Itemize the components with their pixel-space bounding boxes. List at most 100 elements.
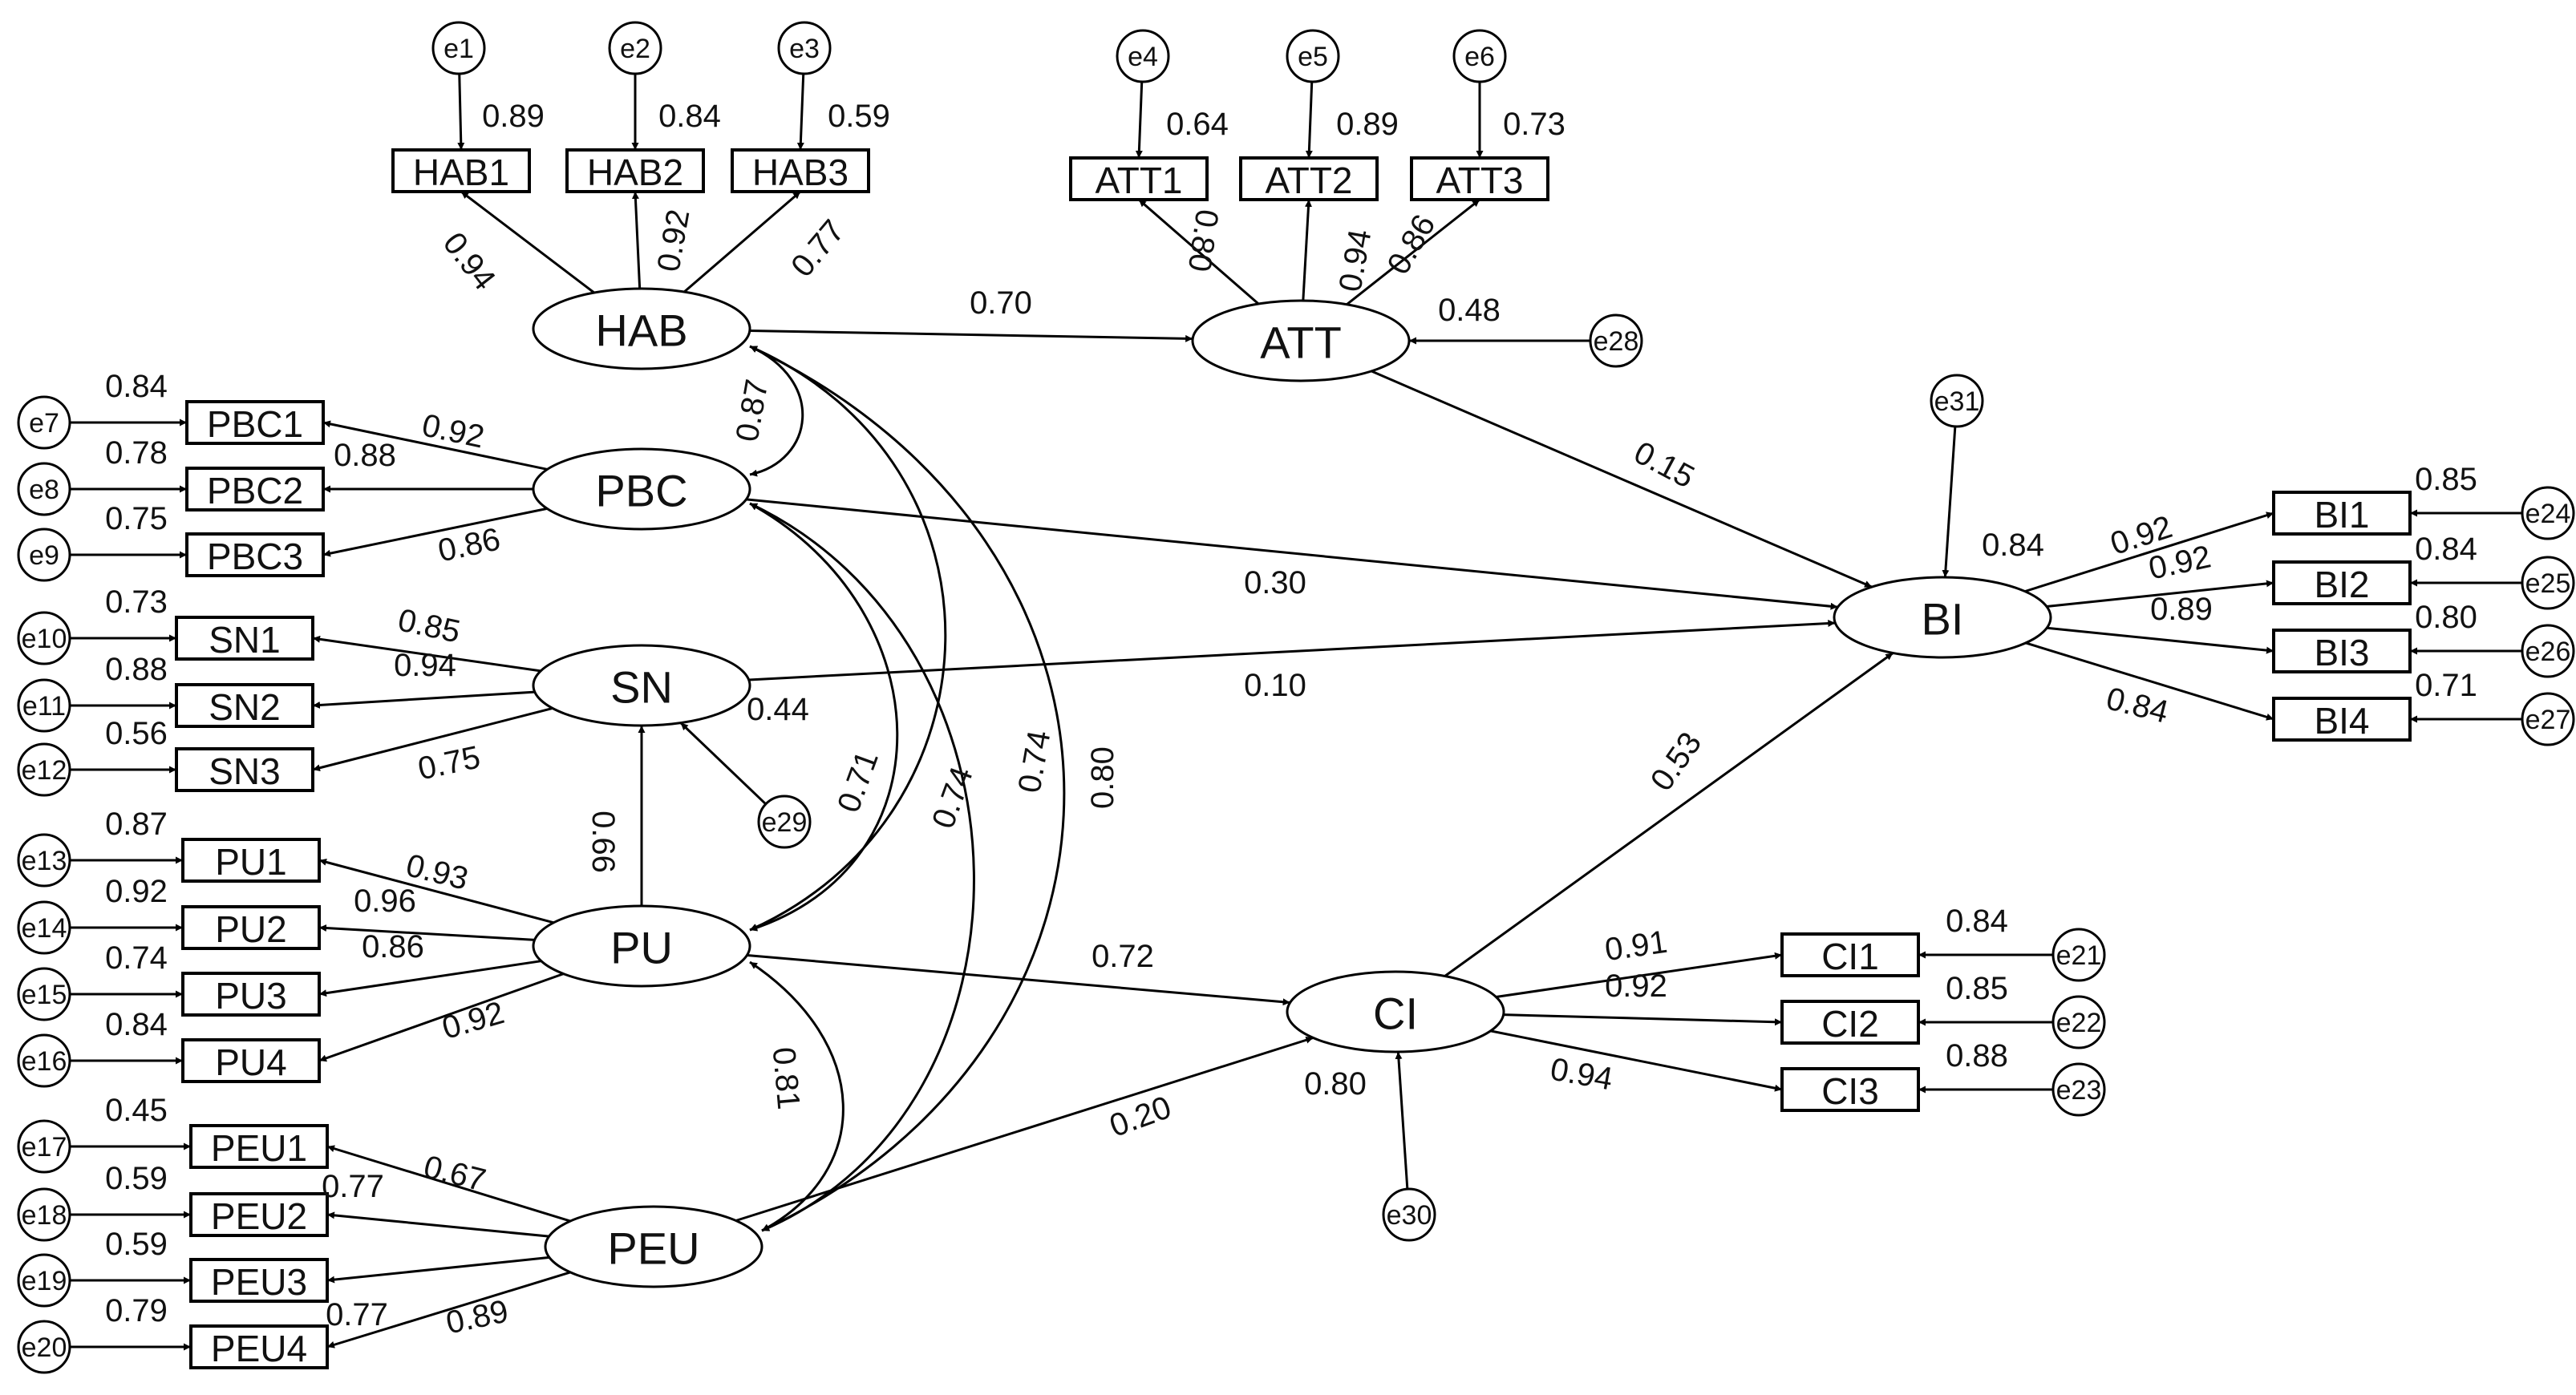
loading-arrow-peu3 [326,1256,550,1284]
r2-label-att: 0.48 [1438,293,1501,328]
latent-bi [1833,576,2052,659]
indicator-label-sn3: SN3 [209,750,280,792]
indicator-label-peu3: PEU3 [211,1261,307,1303]
indicator-sn3 [175,747,314,792]
loading-label-bi3: 0.89 [2150,592,2213,627]
loading-label-pu2: 0.96 [354,884,416,919]
latent-label-sn: SN [610,662,673,713]
indicator-label-pu2: PU2 [215,908,286,950]
error-label-e12: e12 [22,755,67,786]
error-label-e15: e15 [22,980,67,1010]
error-label-e23: e23 [2056,1075,2102,1106]
indicator-sn2 [175,683,314,728]
error-e29 [757,795,812,849]
latent-hab [532,287,751,370]
r2-label-peu1: 0.45 [105,1093,168,1128]
indicator-att1 [1069,156,1209,201]
indicator-label-pbc1: PBC1 [207,403,303,445]
indicator-bi4 [2272,697,2412,742]
indicator-label-att3: ATT3 [1436,160,1523,201]
error-label-e26: e26 [2525,637,2571,667]
indicator-label-ci1: CI1 [1821,936,1879,977]
error-label-e21: e21 [2056,940,2102,971]
error-label-e4: e4 [1128,42,1158,72]
loading-label-att1: 0.80 [1181,207,1225,273]
latent-pu [532,904,751,988]
error-e8 [17,462,71,516]
r2-label-pbc2: 0.78 [105,435,168,471]
indicator-label-pu3: PU3 [215,975,286,1017]
error-e10 [17,611,71,665]
error-label-e22: e22 [2056,1008,2102,1038]
r2-label-bi3: 0.80 [2415,600,2477,635]
error-label-e30: e30 [1387,1200,1432,1231]
indicator-label-pbc3: PBC3 [207,536,303,577]
indicator-label-att2: ATT2 [1265,160,1352,201]
indicator-label-pbc2: PBC2 [207,470,303,512]
path-ci-bi [1444,652,1894,977]
error-e20 [17,1320,71,1374]
error-label-e20: e20 [22,1332,67,1363]
loading-arrow-bi2 [2046,580,2274,608]
r2-label-peu4: 0.79 [105,1293,168,1328]
latent-label-pbc: PBC [595,466,687,516]
indicator-label-bi3: BI3 [2314,632,2369,673]
error-label-e13: e13 [22,846,67,876]
error-label-e2: e2 [620,34,650,64]
covariance-hab-peu [749,345,1066,1232]
loading-arrow-ci2 [1503,1013,1783,1026]
error-e12 [17,742,71,797]
path-pu-ci [747,953,1290,1006]
error-arrow-e3 [796,73,805,151]
covariance-label-pu-peu: 0.81 [766,1045,807,1110]
indicator-pbc3 [185,532,325,577]
indicator-hab3 [731,148,870,193]
indicator-label-peu4: PEU4 [211,1328,307,1369]
loading-arrow-pbc1 [322,420,548,471]
r2-label-pbc3: 0.75 [105,501,168,536]
indicator-hab1 [391,148,531,193]
indicator-pu3 [181,972,321,1017]
loading-arrow-bi1 [2024,512,2274,593]
error-e4 [1116,29,1170,83]
path-hab-att [749,329,1193,342]
r2-label-bi: 0.84 [1982,528,2044,563]
latent-label-hab: HAB [595,305,687,356]
error-label-e1: e1 [444,34,474,64]
loading-arrow-ci3 [1490,1029,1783,1092]
loading-arrow-att2 [1302,199,1312,301]
r2-label-pu3: 0.74 [105,940,168,976]
latent-peu [544,1205,763,1288]
r2-label-hab3: 0.59 [828,99,890,134]
error-e24 [2521,486,2575,540]
path-pbc-bi [746,498,1838,610]
indicator-label-peu1: PEU1 [211,1127,307,1169]
error-e21 [2051,928,2106,982]
error-label-e25: e25 [2525,568,2571,599]
loading-label-sn2: 0.94 [394,648,456,683]
r2-label-hab1: 0.89 [482,99,545,134]
error-arrow-e1 [457,73,465,151]
r2-label-att1: 0.64 [1166,107,1229,142]
error-label-e27: e27 [2525,705,2571,735]
loading-arrow-sn1 [312,635,541,673]
error-label-e18: e18 [22,1200,67,1231]
covariance-label-hab-peu: 0.80 [1085,746,1120,809]
indicator-label-sn2: SN2 [209,686,280,728]
indicator-label-bi1: BI1 [2314,494,2369,536]
loading-label-pbc2: 0.88 [334,438,396,473]
disturbance-arrow-e30 [1395,1051,1409,1190]
path-label-pbc-bi: 0.30 [1244,565,1306,600]
r2-label-pu1: 0.87 [105,807,168,842]
indicator-label-bi4: BI4 [2314,700,2369,742]
indicator-att2 [1239,156,1379,201]
covariance-pbc-peu [749,502,975,1232]
error-e13 [17,833,71,888]
loading-arrow-hab3 [683,190,801,293]
error-label-e17: e17 [22,1132,67,1162]
indicator-ci2 [1780,1000,1920,1045]
indicator-peu1 [189,1124,329,1169]
loading-arrow-bi4 [2025,641,2274,721]
r2-label-peu3: 0.59 [105,1227,168,1262]
